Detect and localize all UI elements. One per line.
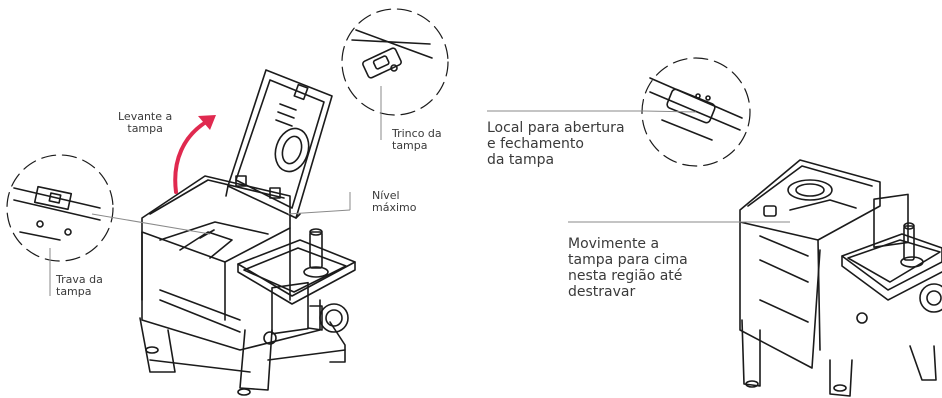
machine-open-lid xyxy=(139,69,356,396)
max-level-label: Nível máximo xyxy=(372,189,417,214)
latch-detail-circle xyxy=(341,8,449,116)
lift-arrow-head xyxy=(198,115,216,130)
lock-detail xyxy=(13,185,101,241)
spot-leader-tail xyxy=(643,110,697,113)
lid-latch-label: Trinco da tampa xyxy=(392,127,442,152)
lock-detail-circle xyxy=(6,154,114,262)
detail-circles xyxy=(6,8,751,262)
max-level-leader xyxy=(287,209,351,215)
latch-detail xyxy=(351,29,433,79)
spot-detail xyxy=(649,77,743,141)
lock-zoom-leader xyxy=(91,213,211,235)
spot-detail-circle xyxy=(641,57,751,167)
move-lid-up-label: Movimente a tampa para cima nesta região… xyxy=(568,236,688,300)
open-close-spot-label: Local para abertura e fechamento da tamp… xyxy=(487,120,625,168)
machine-closed-lid xyxy=(739,159,942,397)
lid-lock-label: Trava da tampa xyxy=(56,273,103,298)
leader-lines xyxy=(49,86,790,296)
lift-arrow-shaft xyxy=(173,120,208,194)
lift-arrow xyxy=(173,115,216,194)
lift-lid-label: Levante a tampa xyxy=(118,110,173,135)
